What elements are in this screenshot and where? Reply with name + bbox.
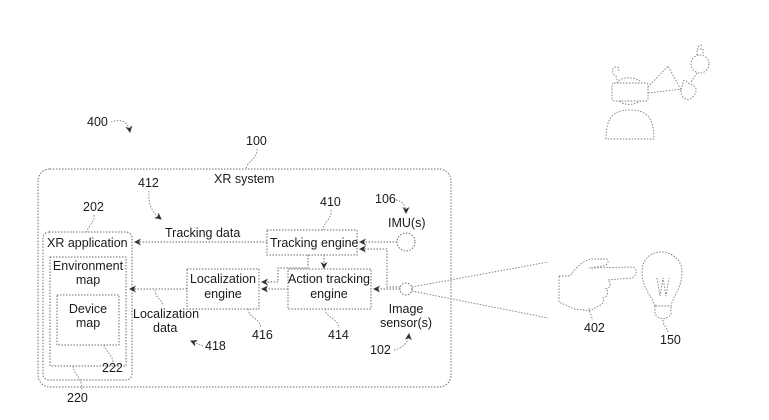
figure-number-leader	[110, 120, 133, 133]
imu-ref: 106	[375, 192, 396, 206]
localization-engine-ref: 416	[252, 328, 273, 342]
action-tracking-engine-ref: 414	[328, 328, 349, 342]
device-map-label-line1: Device	[69, 302, 107, 316]
image-sensor-to-tracking-arrow	[359, 245, 400, 288]
pointing-hand-icon	[558, 258, 637, 321]
environment-map-label-line2: map	[76, 273, 100, 287]
tracking-engine-label: Tracking engine	[270, 236, 359, 250]
light-bulb-ref: 150	[660, 333, 681, 347]
xr-system-label: XR system	[214, 172, 274, 186]
user-with-headset-pointing-at-bulb-icon	[605, 44, 710, 140]
xr-application-label: XR application	[47, 236, 128, 250]
image-sensor-label-line2: sensor(s)	[380, 316, 432, 330]
action-tracking-engine-label-line1: Action tracking	[288, 272, 370, 286]
localization-data-ref: 418	[205, 339, 226, 353]
xr-application-ref: 202	[83, 200, 104, 214]
environment-map-box	[49, 256, 127, 367]
action-tracking-engine-leader	[324, 308, 340, 329]
tracking-engine-leader	[322, 209, 332, 231]
tracking-data-leader	[148, 190, 162, 220]
tracking-engine-ref: 410	[320, 195, 341, 209]
hand-ref: 402	[584, 321, 605, 335]
image-sensor-label-line1: Image	[389, 302, 424, 316]
action-tracking-engine-label-line2: engine	[310, 287, 348, 301]
imu-leader	[395, 199, 410, 214]
localization-data-ref-arrow	[190, 340, 204, 347]
xr-application-leader	[86, 214, 95, 233]
environment-map-leader	[72, 365, 83, 391]
device-map-box	[56, 294, 120, 346]
localization-engine-leader	[247, 308, 262, 329]
localization-data-leader	[154, 289, 164, 307]
device-map-ref: 222	[102, 361, 123, 375]
xr-system-box	[37, 168, 452, 388]
imu-label: IMU(s)	[388, 216, 426, 230]
imu-circle	[396, 232, 416, 252]
tracking-to-localization-arrow	[261, 255, 309, 286]
image-sensor-circle	[399, 282, 413, 296]
environment-map-label-line1: Environment	[53, 259, 124, 273]
tracking-data-ref: 412	[138, 176, 159, 190]
localization-engine-label-line2: engine	[204, 287, 242, 301]
figure-number-ref: 400	[87, 115, 108, 129]
environment-map-ref: 220	[67, 391, 88, 405]
localization-engine-label-line1: Localization	[190, 272, 256, 286]
field-of-view-cone	[411, 261, 549, 319]
localization-data-label-line1: Localization	[133, 307, 199, 321]
image-sensor-ref: 102	[370, 343, 391, 357]
xr-system-leader	[245, 148, 258, 170]
xr-system-ref: 100	[246, 134, 267, 148]
image-sensor-leader	[393, 333, 412, 351]
xr-application-box	[42, 231, 133, 381]
localization-data-label-line2: data	[153, 321, 177, 335]
tracking-data-label: Tracking data	[165, 226, 240, 240]
device-map-leader	[103, 344, 114, 363]
device-map-label-line2: map	[76, 316, 100, 330]
light-bulb-icon	[641, 251, 683, 333]
